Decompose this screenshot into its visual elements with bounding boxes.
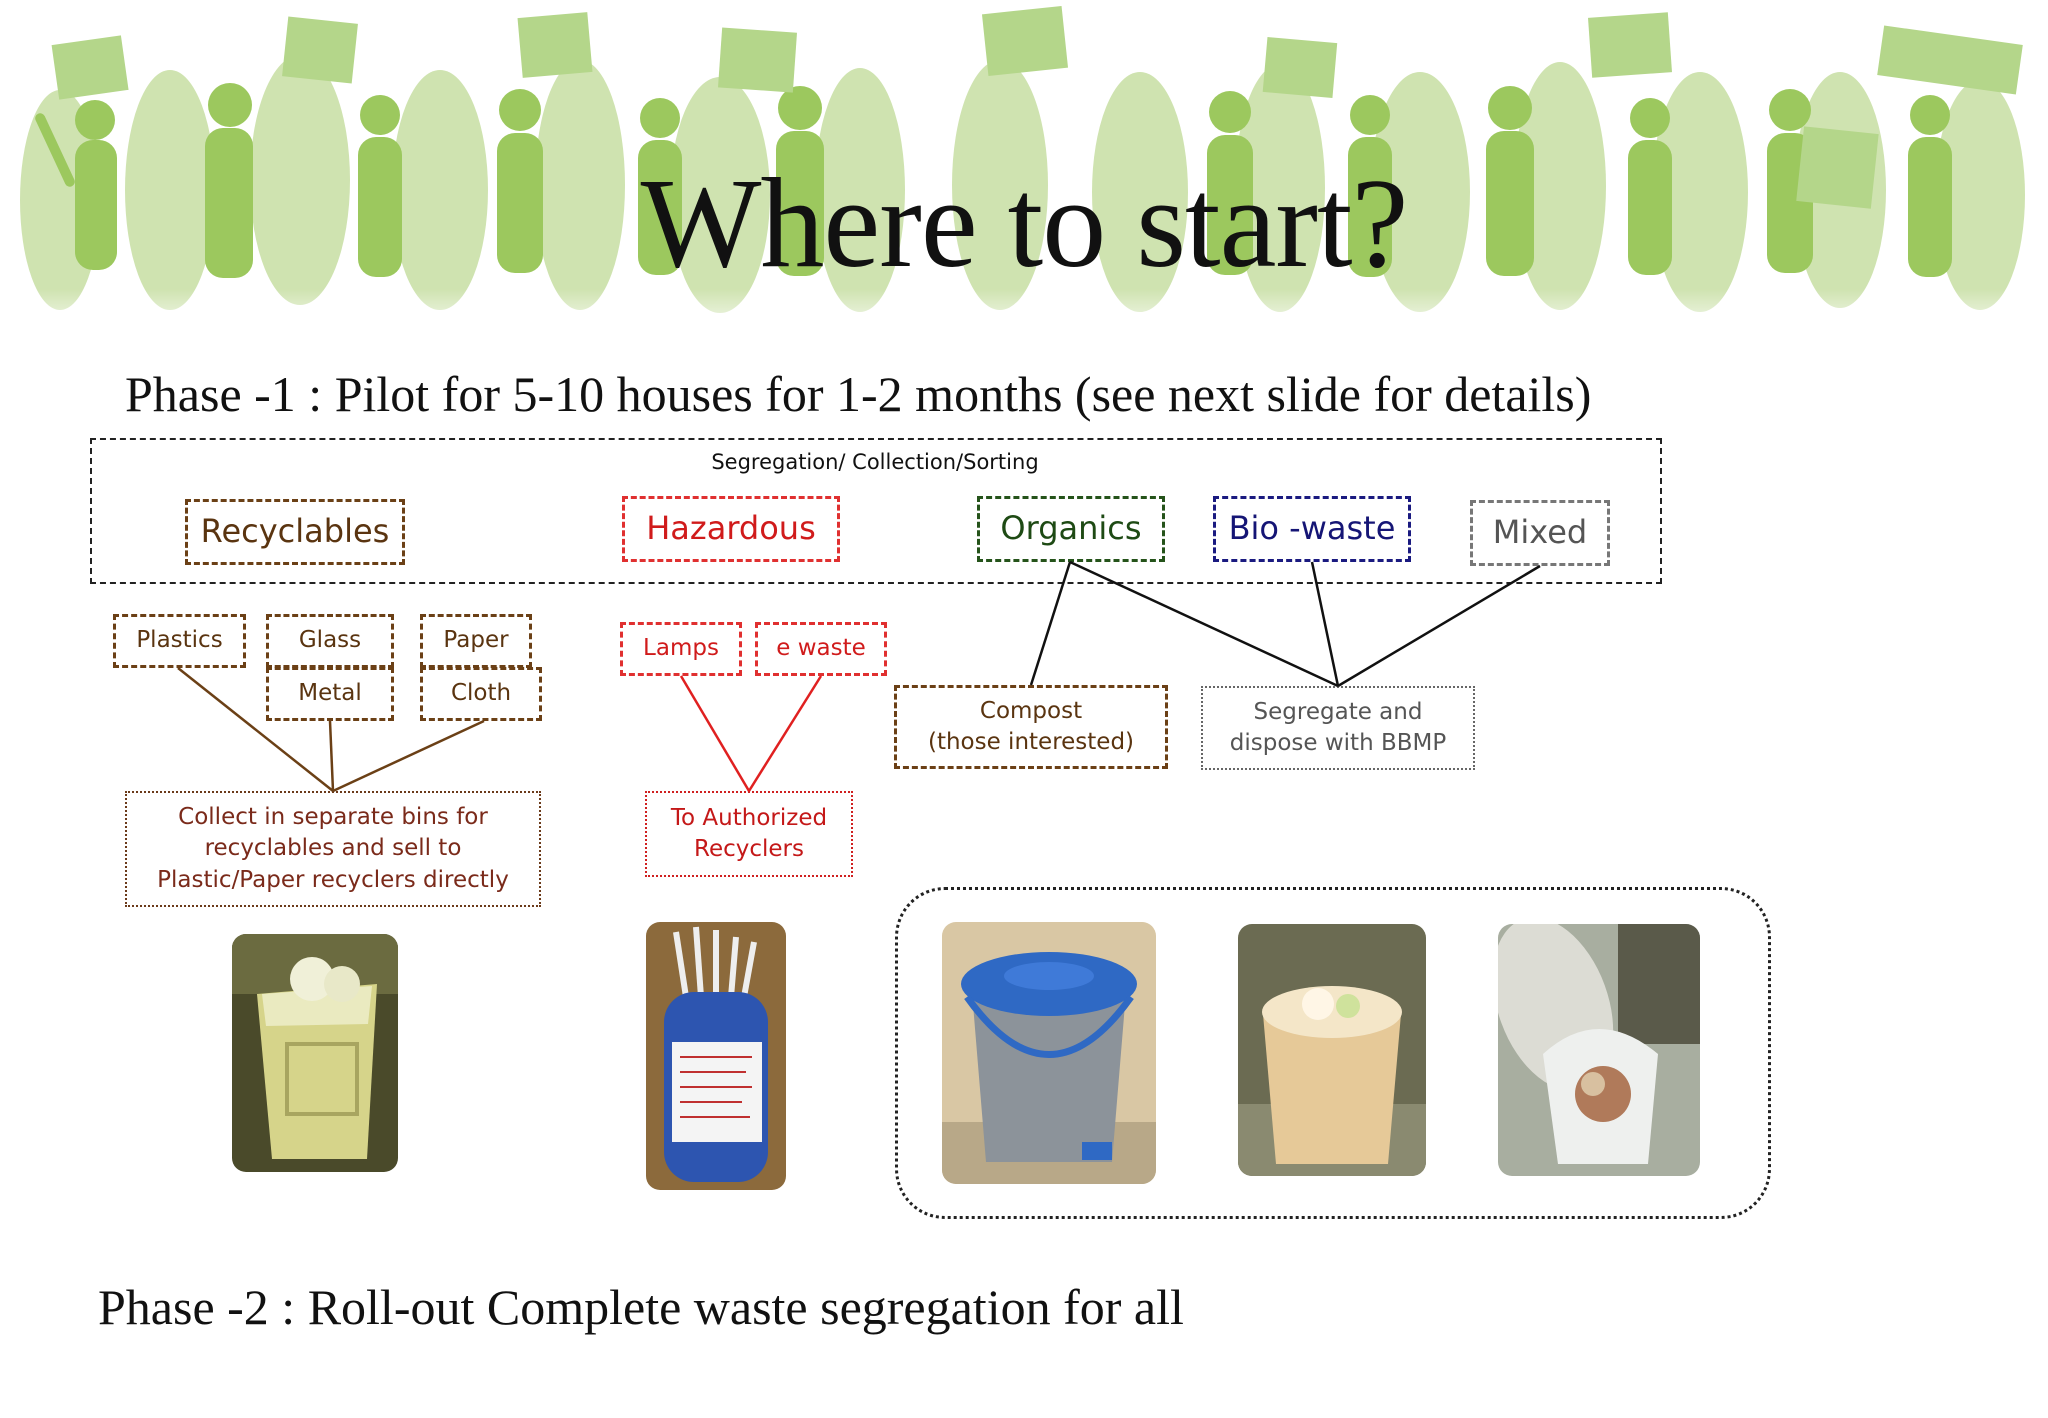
bins-photo-group-frame xyxy=(895,887,1771,1219)
crowd-banner xyxy=(0,0,2048,340)
outcome-authorized-recyclers: To Authorized Recyclers xyxy=(645,791,853,877)
recycle-bin-illustration xyxy=(232,934,398,1172)
outcome-authorized-line2: Recyclers xyxy=(694,836,804,862)
outcome-collect-line1: Collect in separate bins for xyxy=(178,804,488,831)
segregation-group-frame xyxy=(90,438,1662,584)
connector-organics-bbmp xyxy=(1069,560,1339,688)
outcome-collect-line3: Plastic/Paper recyclers directly xyxy=(157,866,509,893)
outcome-compost-line1: Compost xyxy=(979,697,1083,724)
connector-cloth xyxy=(332,719,485,793)
category-mixed: Mixed xyxy=(1470,500,1610,566)
item-plastics-label: Plastics xyxy=(136,627,223,654)
item-cloth-label: Cloth xyxy=(450,680,512,707)
outcome-compost: Compost (those interested) xyxy=(894,685,1168,769)
connector-metal xyxy=(328,720,335,792)
outcome-collect-line2: recyclables and sell to xyxy=(204,835,462,862)
mixed-bin-illustration xyxy=(1498,924,1700,1176)
hazardous-jar-illustration xyxy=(646,922,786,1190)
category-biowaste: Bio -waste xyxy=(1213,496,1411,562)
connector-biowaste-bbmp xyxy=(1310,561,1340,687)
category-mixed-label: Mixed xyxy=(1492,513,1588,552)
blue-bin-illustration xyxy=(942,922,1156,1184)
category-recyclables-label: Recyclables xyxy=(200,512,390,551)
outcome-collect-separate-bins: Collect in separate bins for recyclables… xyxy=(125,791,541,907)
connector-mixed-bbmp xyxy=(1337,564,1541,688)
segregation-group-label: Segregation/ Collection/Sorting xyxy=(711,450,1039,474)
item-cloth: Cloth xyxy=(420,667,542,721)
item-lamps: Lamps xyxy=(620,622,742,676)
phase-1-heading: Phase -1 : Pilot for 5-10 houses for 1-2… xyxy=(125,366,1592,422)
outcome-compost-line2: (those interested) xyxy=(927,729,1135,755)
blue-bin-photo xyxy=(942,922,1156,1184)
connector-plastics xyxy=(177,667,334,792)
connector-lamps xyxy=(679,675,751,792)
item-lamps-label: Lamps xyxy=(643,635,719,662)
category-hazardous-label: Hazardous xyxy=(646,509,816,548)
category-recyclables: Recyclables xyxy=(185,499,405,565)
item-plastics: Plastics xyxy=(113,614,246,668)
item-ewaste-label: e waste xyxy=(776,635,866,662)
item-paper-label: Paper xyxy=(443,627,509,654)
category-biowaste-label: Bio -waste xyxy=(1228,509,1396,548)
phase-2-heading: Phase -2 : Roll-out Complete waste segre… xyxy=(98,1279,1184,1335)
outcome-segregate-line1: Segregate and xyxy=(1253,698,1423,725)
recycle-bin-photo xyxy=(232,934,398,1172)
item-metal: Metal xyxy=(266,667,394,721)
hazardous-jar-photo xyxy=(646,922,786,1190)
item-metal-label: Metal xyxy=(298,680,362,707)
outcome-segregate-bbmp: Segregate and dispose with BBMP xyxy=(1201,686,1475,770)
category-organics: Organics xyxy=(977,496,1165,562)
category-organics-label: Organics xyxy=(1000,509,1142,548)
item-ewaste: e waste xyxy=(755,622,887,676)
mixed-bin-photo xyxy=(1498,924,1700,1176)
item-paper: Paper xyxy=(420,614,532,668)
connector-organics-compost xyxy=(1029,561,1072,686)
crowd-silhouettes xyxy=(0,0,2048,340)
bio-bin-illustration xyxy=(1238,924,1426,1176)
item-glass-label: Glass xyxy=(298,627,362,654)
slide-title: Where to start? xyxy=(640,152,1409,294)
outcome-authorized-line1: To Authorized xyxy=(670,804,828,831)
item-glass: Glass xyxy=(266,614,394,668)
category-hazardous: Hazardous xyxy=(622,496,840,562)
bio-bin-photo xyxy=(1238,924,1426,1176)
connector-ewaste xyxy=(747,675,823,792)
outcome-segregate-line2: dispose with BBMP xyxy=(1229,730,1447,756)
